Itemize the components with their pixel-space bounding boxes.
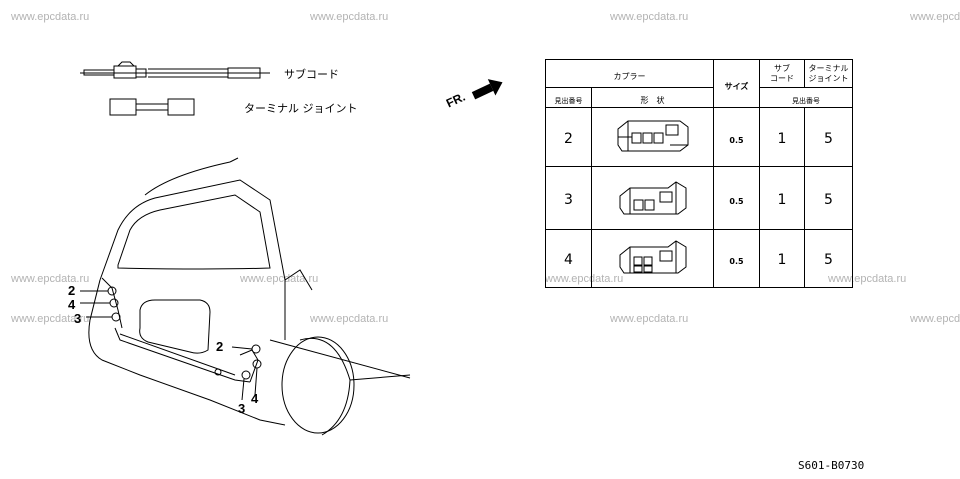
coupler-shape-cell: [591, 229, 714, 288]
coupler-3-icon: [619, 181, 686, 215]
terminal-joint-header: ターミナル ジョイント: [804, 59, 853, 88]
index-cell: 3: [545, 166, 592, 230]
callout-number: 3: [74, 311, 82, 326]
front-arrow-icon: [471, 79, 503, 100]
watermark: www.epcdata.ru: [11, 11, 90, 23]
legend-terminal-joint-label: ターミナル ジョイント: [244, 102, 358, 115]
sub-cord-header: サブ コード: [759, 59, 805, 88]
coupler-4-icon: [619, 239, 686, 273]
coupler-table: カプラー サイズ サブ コード ターミナル ジョイント 見出番号 形 状 見出番…: [545, 59, 853, 288]
watermark: www.epcdata.ru: [11, 313, 90, 325]
front-direction-label: FR.: [443, 89, 468, 111]
sub-cord-cell: 1: [759, 166, 805, 230]
size-header: サイズ: [713, 59, 760, 108]
coupler-shape-cell: [591, 166, 714, 230]
diagram-code: S601-B0730: [798, 459, 865, 472]
table-row: 2 0.5 1 5: [545, 107, 853, 167]
terminal-joint-cell: 5: [804, 166, 853, 230]
callout-number: 4: [68, 297, 76, 312]
watermark: www.epcdata.ru: [310, 313, 389, 325]
size-cell: 0.5: [713, 166, 760, 230]
index-no-header: 見出番号: [545, 87, 592, 108]
legend-sub-cord-icon: [80, 61, 270, 79]
legend-sub-cord-label: サブコード: [284, 68, 339, 81]
table-row: 3 0.5 1 5: [545, 166, 853, 230]
coupler-header: カプラー: [545, 59, 714, 88]
watermark: www.epcdata.ru: [610, 11, 689, 23]
size-cell: 0.5: [713, 107, 760, 167]
legend-terminal-joint-icon: [109, 98, 195, 116]
index-cell: 2: [545, 107, 592, 167]
index-no-header-2: 見出番号: [759, 87, 853, 108]
size-cell: 0.5: [713, 229, 760, 288]
callout-number: 3: [238, 401, 246, 416]
watermark: www.epcdata.ru: [310, 11, 389, 23]
sub-cord-cell: 1: [759, 229, 805, 288]
sub-cord-cell: 1: [759, 107, 805, 167]
terminal-joint-cell: 5: [804, 107, 853, 167]
watermark: www.epcdata.ru: [240, 273, 319, 285]
coupler-2-icon: [617, 120, 688, 152]
terminal-joint-cell: 5: [804, 229, 853, 288]
watermark: www.epcdata.ru: [11, 273, 90, 285]
callout-number: 2: [68, 283, 76, 298]
coupler-shape-cell: [591, 107, 714, 167]
vehicle-rear-drawing: [80, 157, 411, 436]
callout-number: 2: [216, 339, 224, 354]
index-cell: 4: [545, 229, 592, 288]
table-row: 4 0.5 1 5: [545, 229, 853, 288]
watermark: www.epcdata.ru: [910, 313, 960, 325]
shape-header: 形 状: [591, 87, 714, 108]
watermark: www.epcdata.ru: [610, 313, 689, 325]
callout-number: 4: [251, 391, 259, 406]
watermark: www.epcdata.ru: [910, 11, 960, 23]
